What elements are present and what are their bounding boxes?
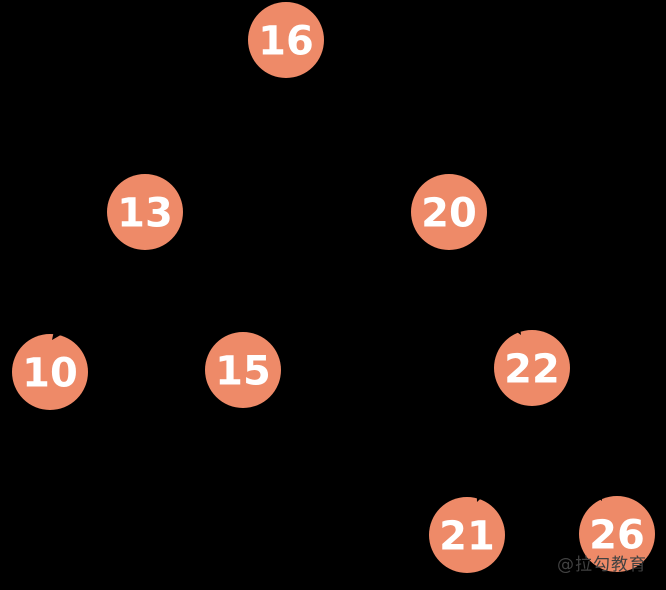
tree-edge-13-15 <box>168 243 233 328</box>
tree-edges-layer <box>52 65 602 502</box>
tree-node-16: 16 <box>248 2 324 78</box>
tree-node-26: 26 <box>579 496 655 572</box>
tree-edge-arrowhead-16-13 <box>157 159 168 170</box>
tree-edge-line-16-20 <box>315 65 431 165</box>
tree-edge-13-10 <box>52 243 123 340</box>
tree-node-label-21: 21 <box>439 513 495 559</box>
tree-edge-line-20-22 <box>468 246 517 327</box>
tree-edge-16-20 <box>315 65 437 170</box>
tree-edge-line-16-13 <box>163 67 259 164</box>
tree-node-20: 20 <box>411 174 487 250</box>
tree-node-circle-21 <box>429 497 505 573</box>
tree-node-circle-16 <box>248 2 324 78</box>
tree-node-label-20: 20 <box>421 190 477 236</box>
tree-node-label-15: 15 <box>215 348 271 394</box>
tree-edge-arrowhead-20-22 <box>512 324 521 335</box>
tree-edge-20-22 <box>468 246 521 335</box>
tree-node-circle-10 <box>12 334 88 410</box>
tree-node-15: 15 <box>205 332 281 408</box>
tree-node-circle-26 <box>579 496 655 572</box>
tree-node-13: 13 <box>107 174 183 250</box>
tree-node-label-26: 26 <box>589 512 645 558</box>
tree-edge-22-26 <box>549 402 602 501</box>
tree-node-circle-22 <box>494 330 570 406</box>
tree-edge-arrowhead-22-26 <box>593 490 602 501</box>
tree-node-label-13: 13 <box>117 190 173 236</box>
tree-edge-line-22-26 <box>549 402 599 493</box>
tree-edge-arrowhead-16-20 <box>426 160 437 170</box>
tree-edge-arrowhead-13-15 <box>223 317 233 328</box>
watermark: @拉勾教育 <box>557 555 647 575</box>
tree-node-label-10: 10 <box>22 350 78 396</box>
tree-node-circle-15 <box>205 332 281 408</box>
tree-edge-arrowhead-22-21 <box>476 491 485 502</box>
tree-node-10: 10 <box>12 334 88 410</box>
tree-node-circle-20 <box>411 174 487 250</box>
tree-node-21: 21 <box>429 497 505 573</box>
tree-edge-arrowhead-13-10 <box>52 329 62 340</box>
tree-edge-line-13-15 <box>168 243 228 321</box>
tree-node-circle-13 <box>107 174 183 250</box>
tree-node-label-22: 22 <box>504 346 560 392</box>
tree-nodes-layer: 16 13 20 10 15 22 21 26 <box>12 2 655 573</box>
tree-edge-16-13 <box>157 67 259 170</box>
tree-edge-line-22-21 <box>479 404 518 494</box>
tree-edge-22-21 <box>476 404 518 502</box>
tree-node-22: 22 <box>494 330 570 406</box>
tree-node-label-16: 16 <box>258 18 314 64</box>
tree-edge-line-13-10 <box>57 243 123 333</box>
